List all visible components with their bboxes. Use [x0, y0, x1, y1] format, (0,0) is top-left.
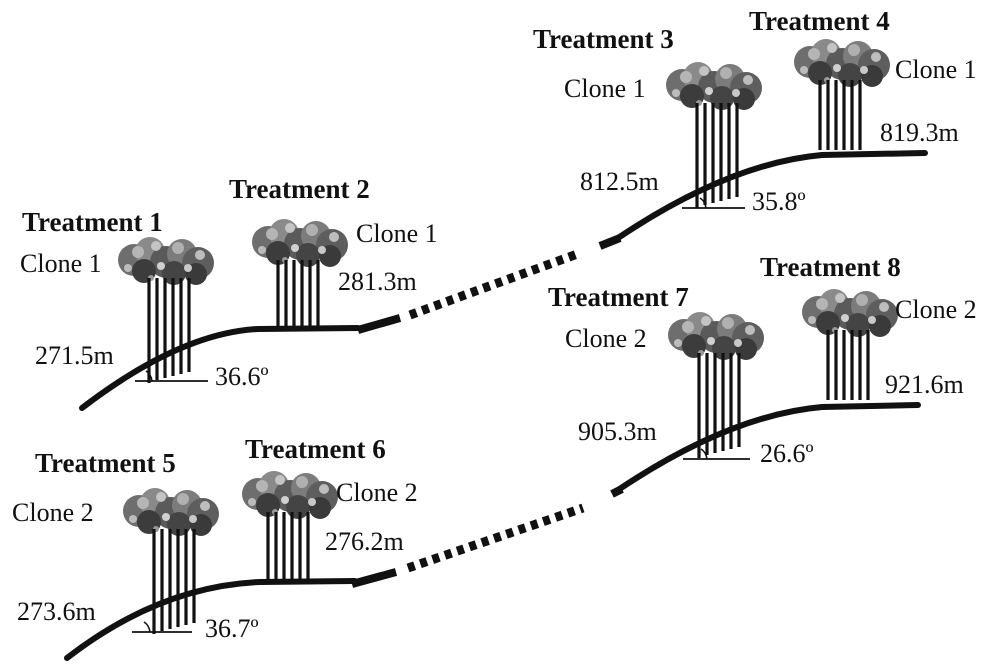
clone-label: Clone 2: [565, 324, 647, 353]
elevation-label: 905.3m: [578, 417, 657, 446]
clone-label: Clone 2: [895, 295, 977, 324]
treatment-title: Treatment 7: [548, 282, 689, 312]
treatment-title: Treatment 1: [22, 207, 163, 237]
slope-angle-label: 35.8º: [752, 187, 806, 216]
clone-label: Clone 1: [564, 74, 646, 103]
tree-group-treatment-1: [116, 235, 216, 385]
treatment-title: Treatment 4: [749, 6, 890, 36]
slope-connector: [350, 568, 398, 588]
slope-angle-label: 36.7º: [205, 614, 259, 643]
site-3: Treatment 5 Clone 2 273.6m Treatment 6 C…: [12, 434, 585, 661]
angle-marker: [683, 448, 750, 460]
site-4: Treatment 7 Clone 2 905.3m Treatment 8 C…: [548, 252, 977, 498]
elevation-label: 921.6m: [885, 370, 964, 399]
tree-group-treatment-2: [250, 217, 350, 332]
site-1: Treatment 1 Clone 1 271.5m Treatment 2 C…: [20, 174, 582, 411]
clone-label: Clone 2: [336, 478, 418, 507]
treatment-title: Treatment 6: [245, 434, 386, 464]
clone-label: Clone 1: [356, 219, 438, 248]
slope-connector: [356, 314, 402, 334]
tree-group-treatment-3: [664, 60, 764, 210]
slope-profile: [64, 578, 358, 661]
elevation-label: 276.2m: [325, 527, 404, 556]
elevation-label: 271.5m: [35, 341, 114, 370]
clone-label: Clone 1: [895, 55, 977, 84]
elevation-label: 281.3m: [338, 267, 417, 296]
slope-angle-label: 36.6º: [215, 362, 269, 391]
clone-label: Clone 1: [20, 249, 102, 278]
tree-group-treatment-8: [800, 287, 900, 402]
elevation-label: 819.3m: [880, 118, 959, 147]
slope-connector: [610, 485, 624, 498]
slope-dashed-gap: [408, 248, 582, 320]
treatment-title: Treatment 8: [760, 252, 901, 282]
slope-profile: [615, 150, 928, 241]
slope-angle-label: 26.6º: [760, 439, 814, 468]
tree-group-treatment-6: [240, 469, 340, 584]
treatment-title: Treatment 3: [533, 24, 674, 54]
site-2: Treatment 3 Clone 1 812.5m Treatment 4 C…: [533, 6, 977, 250]
tree-group-treatment-4: [792, 37, 892, 152]
treatment-title: Treatment 5: [35, 448, 176, 478]
angle-marker: [132, 621, 192, 633]
clone-label: Clone 2: [12, 498, 94, 527]
elevation-label: 273.6m: [17, 597, 96, 626]
elevation-label: 812.5m: [580, 167, 659, 196]
treatment-title: Treatment 2: [229, 174, 370, 204]
slope-dashed-gap: [406, 503, 585, 573]
tree-group-treatment-7: [666, 310, 766, 460]
slope-connector: [598, 234, 622, 250]
